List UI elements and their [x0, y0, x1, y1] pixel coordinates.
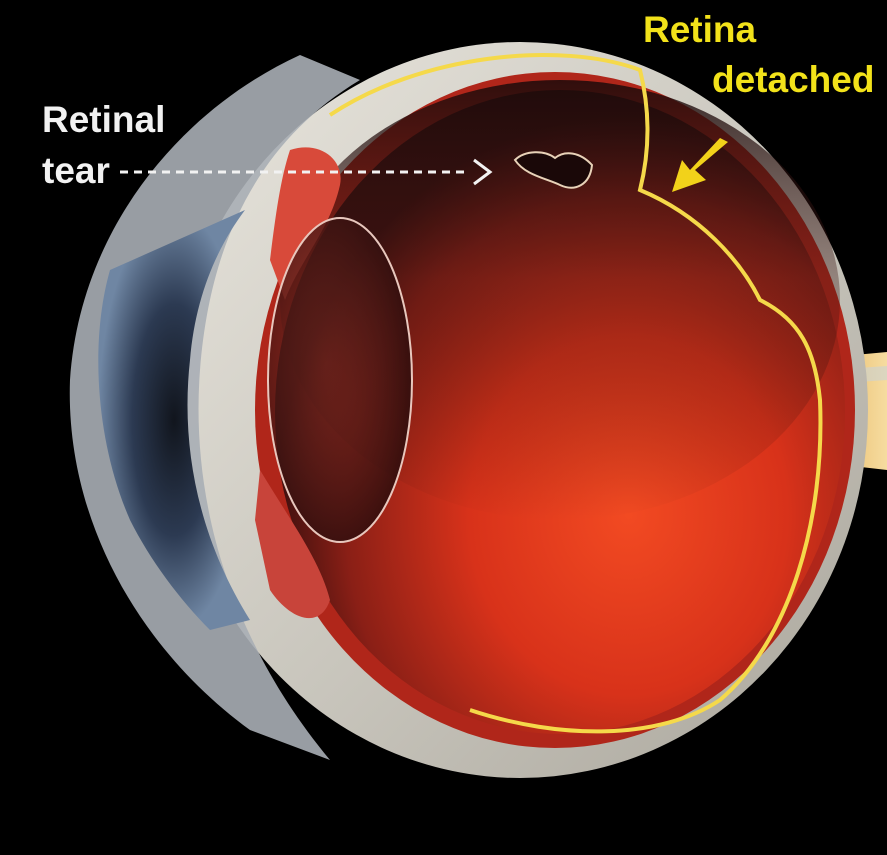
retina-detached-label-line1: Retina — [643, 10, 756, 50]
retinal-tear-label-line1: Retinal — [42, 100, 165, 140]
retinal-tear-label-line2: tear — [42, 151, 110, 191]
lens — [268, 218, 412, 542]
retina-detached-label-line2: detached — [712, 60, 874, 100]
